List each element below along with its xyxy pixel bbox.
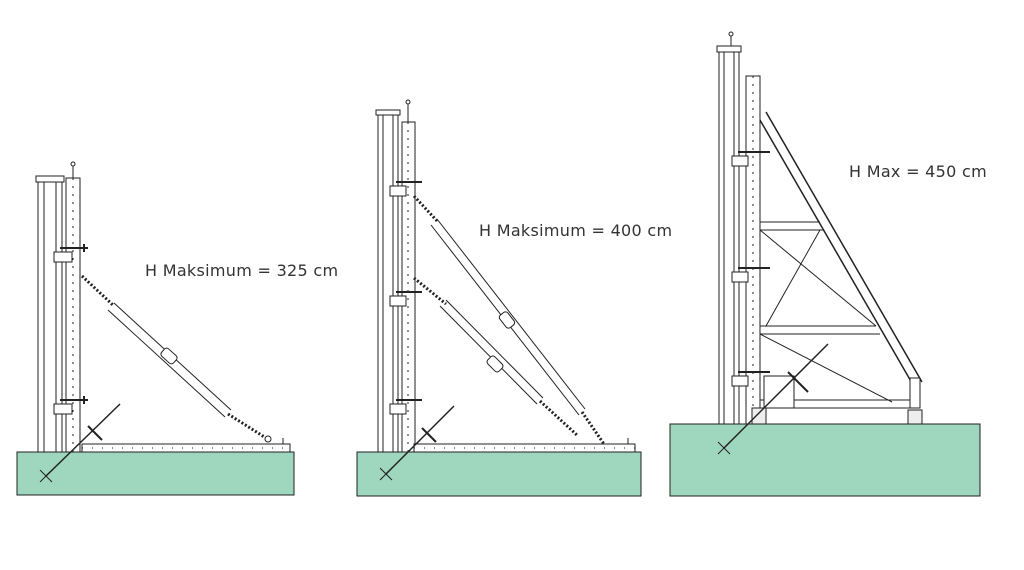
wall-panel-400 bbox=[377, 112, 399, 453]
clamp-450-mid bbox=[731, 267, 770, 283]
height-label-400: H Maksimum = 400 cm bbox=[479, 221, 672, 240]
ground-block-400 bbox=[356, 451, 642, 497]
clamp-450-top bbox=[731, 151, 770, 167]
height-label-450: H Max = 450 cm bbox=[849, 162, 987, 181]
formwork-400 bbox=[356, 99, 642, 497]
ground-block-325 bbox=[16, 451, 295, 496]
clamp-325-bottom bbox=[53, 396, 88, 415]
push-pull-prop-400-lower bbox=[413, 276, 580, 438]
anchor-325 bbox=[39, 403, 121, 483]
clamp-450-bottom bbox=[731, 371, 770, 387]
base-beam-325 bbox=[81, 443, 291, 453]
push-pull-prop-325 bbox=[80, 274, 272, 443]
formwork-450 bbox=[669, 31, 981, 497]
clamp-400-top bbox=[389, 181, 422, 197]
height-label-325: H Maksimum = 325 cm bbox=[145, 261, 338, 280]
formwork-325 bbox=[16, 161, 295, 496]
clamp-400-mid bbox=[389, 291, 422, 307]
clamp-325-top bbox=[53, 244, 88, 263]
clamp-400-bottom bbox=[389, 399, 422, 415]
ground-block-450 bbox=[669, 423, 981, 497]
support-truss-450 bbox=[759, 111, 923, 409]
anchor-400 bbox=[379, 405, 455, 481]
anchor-450 bbox=[717, 343, 829, 455]
wall-panel-450 bbox=[718, 49, 740, 425]
push-pull-prop-400-upper bbox=[412, 194, 606, 445]
